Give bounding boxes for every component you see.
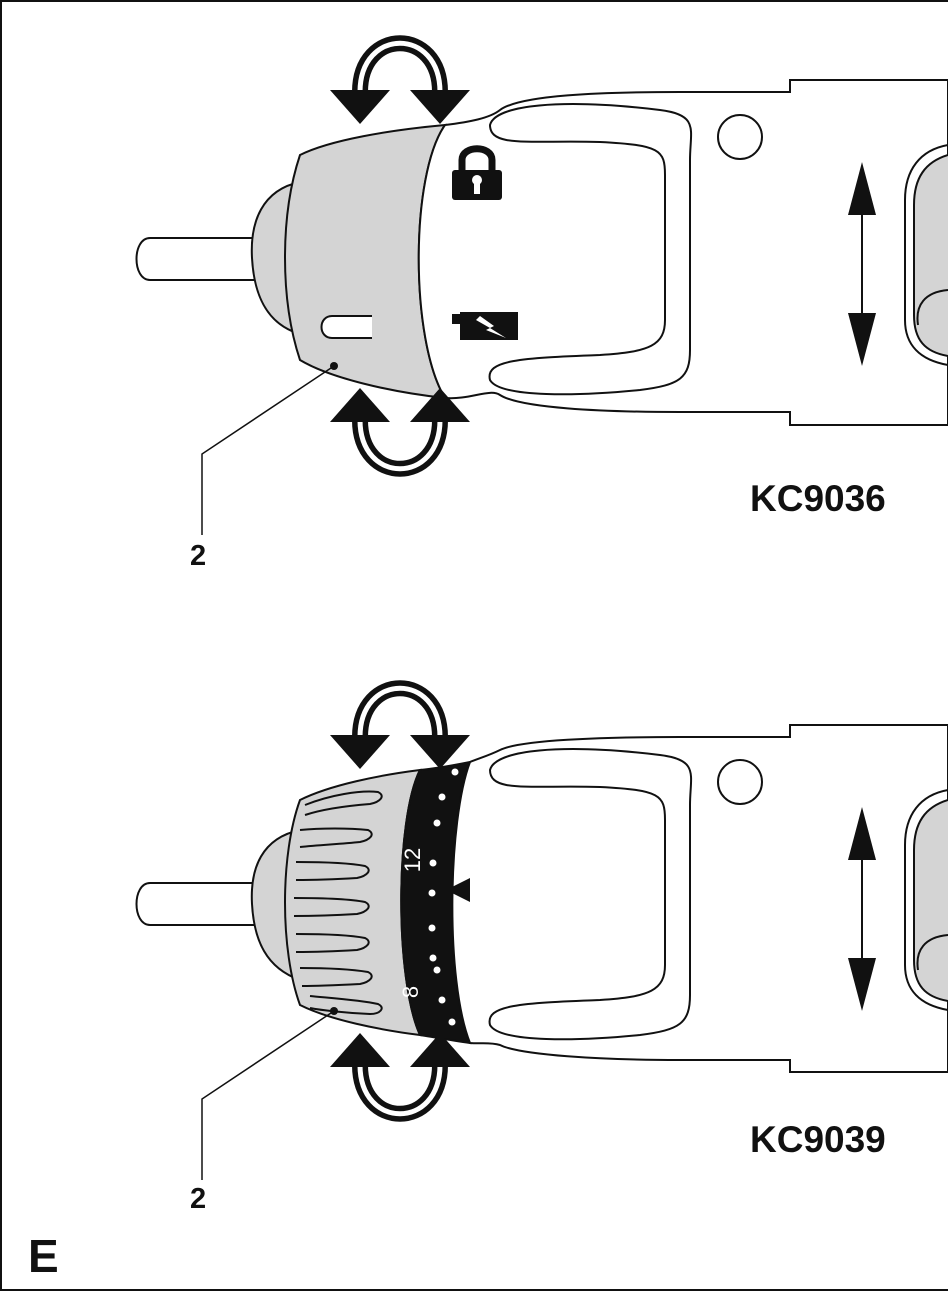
callout-leader [201, 365, 335, 535]
trigger-recess [488, 748, 693, 1041]
callout-number: 2 [190, 540, 206, 572]
slide-direction-arrow [848, 162, 876, 366]
collar-slot [320, 315, 372, 339]
model-label: KC9039 [750, 1119, 886, 1160]
button-circle [717, 114, 763, 160]
collar-ribs [293, 790, 383, 1016]
dial-label-8: 8 [398, 986, 423, 998]
lock-icon [452, 145, 502, 200]
bit-shaft [135, 882, 256, 926]
dial-label-12: 12 [400, 848, 425, 872]
panel-kc9036 [135, 43, 948, 535]
battery-flash-icon [452, 312, 518, 340]
callout-number: 2 [190, 1183, 206, 1215]
rotation-arrow-top [330, 43, 470, 124]
tool-body [417, 79, 948, 426]
slide-direction-arrow [848, 807, 876, 1011]
dial-dots [428, 768, 459, 1026]
tool-body [451, 724, 948, 1073]
button-circle [717, 759, 763, 805]
indicator-triangle-icon [446, 878, 470, 902]
rotation-arrow-bottom [330, 388, 470, 469]
callout-leader [201, 1010, 335, 1180]
bit-shaft [135, 237, 256, 281]
rotation-arrow-top [330, 688, 470, 769]
panel-kc9039: 12 8 [135, 688, 948, 1180]
model-label: KC9036 [750, 478, 886, 519]
trigger-recess [488, 103, 693, 396]
figure-letter: E [28, 1230, 59, 1282]
rotation-arrow-bottom [330, 1033, 470, 1114]
